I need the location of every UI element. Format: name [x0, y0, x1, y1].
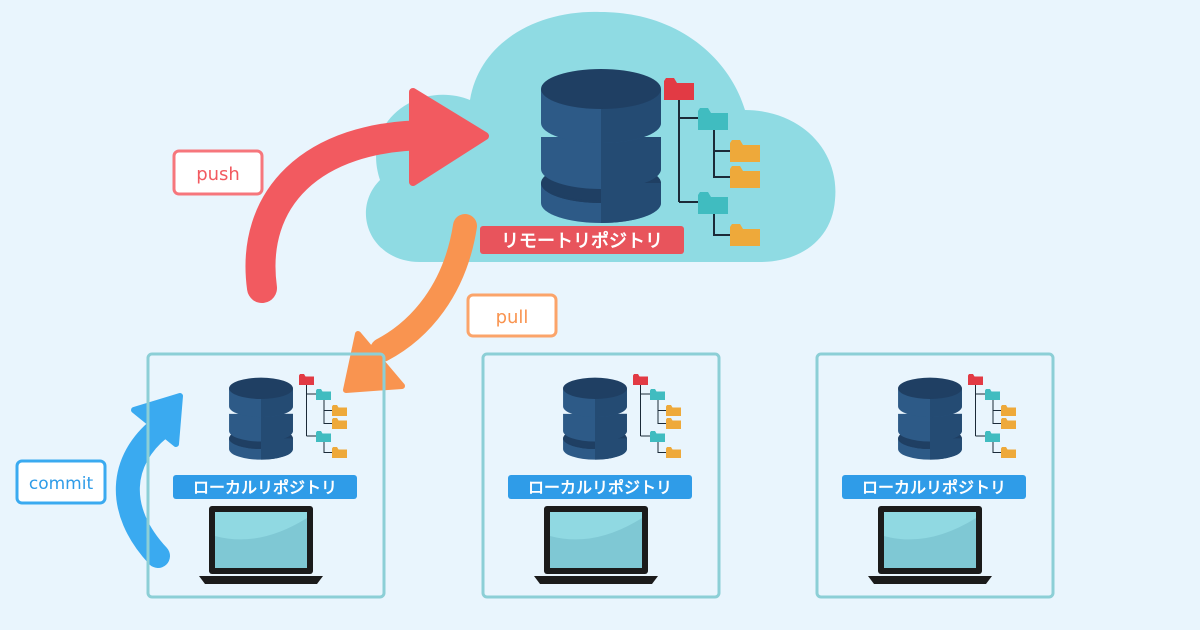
svg-text:push: push — [196, 164, 240, 185]
remote-label: リモートリポジトリ — [501, 230, 663, 252]
database-icon — [563, 377, 627, 460]
pull-arrow — [343, 214, 477, 393]
push-label: push — [172, 149, 264, 196]
laptop-icon — [199, 506, 323, 584]
svg-text:pull: pull — [496, 307, 529, 328]
laptop-icon — [534, 506, 658, 584]
database-icon — [898, 377, 962, 460]
folder-tree-icon — [299, 374, 347, 458]
local-label: ローカルリポジトリ — [193, 478, 337, 497]
folder-tree-icon — [633, 374, 681, 458]
svg-text:commit: commit — [29, 474, 94, 494]
local-label: ローカルリポジトリ — [528, 478, 672, 497]
local-label: ローカルリポジトリ — [862, 478, 1006, 497]
push-arrow — [245, 88, 489, 303]
folder-tree-icon — [968, 374, 1016, 458]
remote-repository: リモートリポジトリ — [480, 69, 760, 254]
laptop-icon — [868, 506, 992, 584]
pull-label: pull — [466, 293, 558, 338]
database-icon — [541, 69, 661, 223]
local-repo-box-1: ローカルリポジトリ — [146, 352, 386, 599]
commit-label: commit — [15, 459, 107, 505]
local-repo-box-3: ローカルリポジトリ — [815, 352, 1055, 599]
remote-label-bg — [480, 226, 684, 254]
database-icon — [229, 377, 293, 460]
commit-arrow — [115, 393, 183, 568]
local-repo-box-2: ローカルリポジトリ — [481, 352, 721, 599]
